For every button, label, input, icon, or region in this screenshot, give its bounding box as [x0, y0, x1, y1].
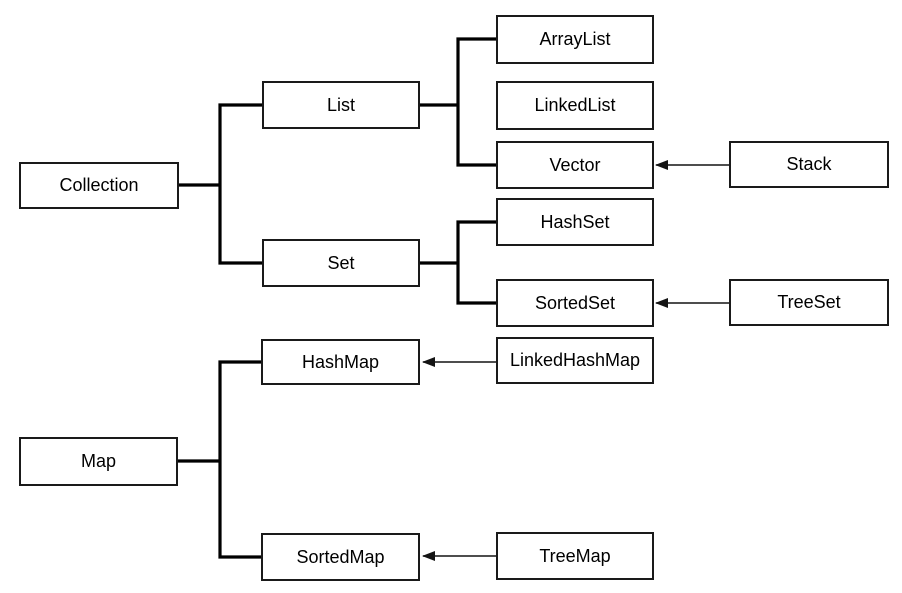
node-sortedmap: SortedMap: [261, 533, 420, 581]
node-treemap-label: TreeMap: [539, 545, 611, 566]
node-sortedset-label: SortedSet: [534, 292, 616, 313]
node-map-label: Map: [80, 451, 116, 471]
node-hashset: HashSet: [496, 198, 654, 246]
node-set-label: Set: [327, 252, 355, 273]
node-list-label: List: [326, 94, 355, 115]
node-list: List: [262, 81, 420, 129]
node-vector: Vector: [496, 141, 654, 189]
tree-edge-map-branch: [176, 360, 263, 559]
node-collection: Collection: [19, 162, 179, 209]
tree-edge-list-branch: [418, 37, 498, 167]
node-map: Map: [19, 437, 178, 486]
node-hashset-label: HashSet: [540, 211, 610, 232]
node-linkedlist-label: LinkedList: [534, 95, 616, 115]
node-vector-label: Vector: [549, 154, 601, 175]
node-hashmap-label: HashMap: [301, 351, 380, 372]
node-stack-label: Stack: [786, 154, 832, 174]
node-treeset: TreeSet: [729, 279, 889, 326]
node-treeset-label: TreeSet: [777, 292, 841, 312]
node-linkedhashmap-label: LinkedHashMap: [509, 350, 641, 370]
node-linkedlist: LinkedList: [496, 81, 654, 130]
tree-edge-set-branch: [418, 220, 498, 305]
node-hashmap: HashMap: [261, 339, 420, 385]
node-set: Set: [262, 239, 420, 287]
node-linkedhashmap: LinkedHashMap: [496, 337, 654, 384]
node-sortedset: SortedSet: [496, 279, 654, 327]
node-stack: Stack: [729, 141, 889, 188]
node-collection-label: Collection: [59, 175, 139, 195]
node-sortedmap-label: SortedMap: [296, 546, 385, 567]
node-arraylist: ArrayList: [496, 15, 654, 64]
tree-edge-collection-branch: [177, 103, 264, 265]
node-treemap: TreeMap: [496, 532, 654, 580]
node-arraylist-label: ArrayList: [539, 29, 611, 49]
